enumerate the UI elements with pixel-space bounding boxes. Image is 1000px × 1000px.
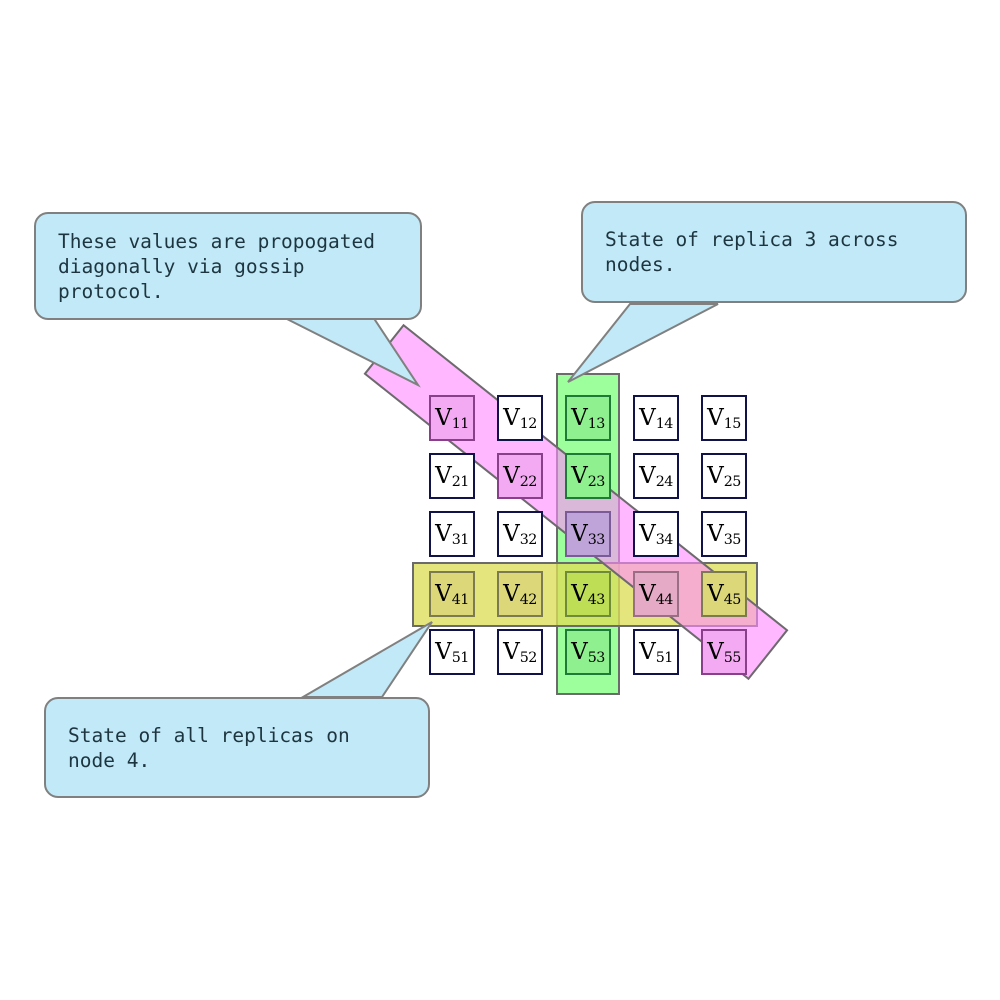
grid-cell-v13[interactable]: V13: [565, 395, 611, 441]
cell-label: V23: [571, 462, 605, 490]
grid-cell-v45[interactable]: V45: [701, 571, 747, 617]
grid-cell-v11[interactable]: V11: [429, 395, 475, 441]
grid-cell-v54[interactable]: V51: [633, 629, 679, 675]
callout-node4-text: State of all replicas on node 4.: [68, 723, 350, 772]
grid-cell-v31[interactable]: V31: [429, 511, 475, 557]
callout-tail-replica3: [567, 303, 719, 383]
cell-label: V42: [503, 580, 537, 608]
cell-label: V43: [571, 580, 605, 608]
callout-gossip-text: These values are propogated diagonally v…: [58, 229, 375, 303]
grid-cell-v12[interactable]: V12: [497, 395, 543, 441]
callout-tail-node4: [299, 621, 433, 698]
callout-gossip[interactable]: These values are propogated diagonally v…: [34, 212, 422, 320]
grid-cell-v32[interactable]: V32: [497, 511, 543, 557]
cell-label: V21: [435, 462, 469, 490]
grid-cell-v51[interactable]: V51: [429, 629, 475, 675]
cell-label: V51: [639, 638, 673, 666]
cell-label: V31: [435, 520, 469, 548]
grid-cell-v23[interactable]: V23: [565, 453, 611, 499]
cell-label: V34: [639, 520, 673, 548]
grid-cell-v25[interactable]: V25: [701, 453, 747, 499]
cell-label: V22: [503, 462, 537, 490]
cell-label: V25: [707, 462, 741, 490]
grid-cell-v34[interactable]: V34: [633, 511, 679, 557]
grid-cell-v41[interactable]: V41: [429, 571, 475, 617]
cell-label: V15: [707, 404, 741, 432]
callout-replica3-text: State of replica 3 across nodes.: [605, 228, 899, 276]
grid-cell-v24[interactable]: V24: [633, 453, 679, 499]
callout-replica3[interactable]: State of replica 3 across nodes.: [581, 201, 967, 303]
cell-label: V45: [707, 580, 741, 608]
cell-label: V35: [707, 520, 741, 548]
grid-cell-v44[interactable]: V44: [633, 571, 679, 617]
cell-label: V12: [503, 404, 537, 432]
cell-label: V13: [571, 404, 605, 432]
cell-label: V32: [503, 520, 537, 548]
cell-label: V33: [571, 520, 605, 548]
cell-label: V55: [707, 638, 741, 666]
grid-cell-v52[interactable]: V52: [497, 629, 543, 675]
grid-cell-v33[interactable]: V33: [565, 511, 611, 557]
cell-label: V52: [503, 638, 537, 666]
cell-label: V51: [435, 638, 469, 666]
cell-label: V53: [571, 638, 605, 666]
cell-label: V44: [639, 580, 673, 608]
grid-cell-v15[interactable]: V15: [701, 395, 747, 441]
grid-cell-v42[interactable]: V42: [497, 571, 543, 617]
grid-cell-v22[interactable]: V22: [497, 453, 543, 499]
grid-cell-v21[interactable]: V21: [429, 453, 475, 499]
grid-cell-v53[interactable]: V53: [565, 629, 611, 675]
cell-label: V14: [639, 404, 673, 432]
grid-cell-v35[interactable]: V35: [701, 511, 747, 557]
cell-label: V24: [639, 462, 673, 490]
grid-cell-v55[interactable]: V55: [701, 629, 747, 675]
grid-cell-v43[interactable]: V43: [565, 571, 611, 617]
cell-label: V41: [435, 580, 469, 608]
grid-cell-v14[interactable]: V14: [633, 395, 679, 441]
callout-node4[interactable]: State of all replicas on node 4.: [44, 697, 430, 798]
cell-label: V11: [435, 404, 469, 432]
